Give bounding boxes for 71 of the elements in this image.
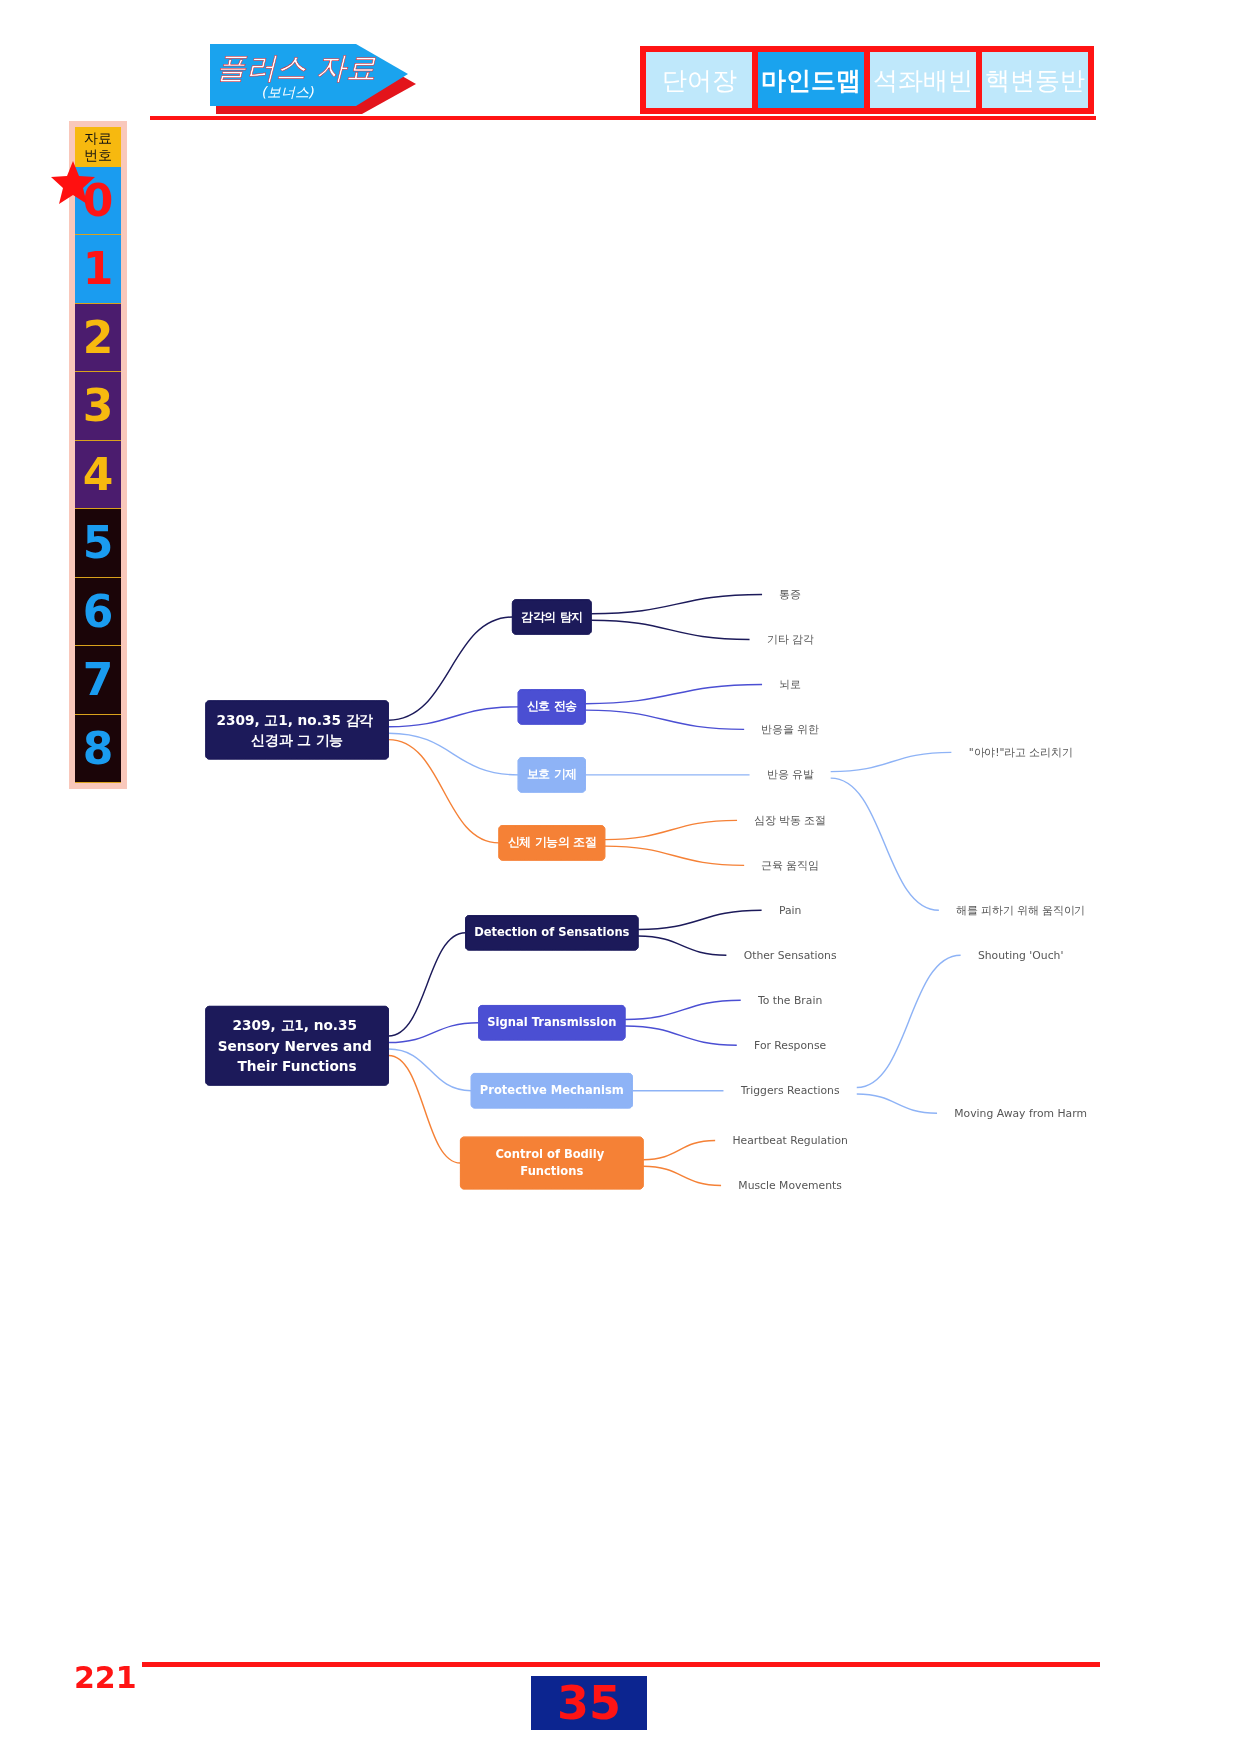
material-number-tab: 5 (75, 509, 121, 578)
subtopic-label: 뇌로 (779, 677, 801, 691)
subtopic-label: Moving Away from Harm (954, 1106, 1087, 1120)
material-number-tab: 2 (75, 303, 121, 373)
branch-line (642, 1165, 722, 1187)
branch-line (604, 845, 745, 867)
central-topic-box: 2309, 고1, no.35 감각 신경과 그 기능 (205, 700, 389, 760)
branch-line (387, 1022, 480, 1044)
branch-line (604, 819, 738, 841)
branch-line (637, 935, 728, 956)
branch-line (387, 1048, 472, 1092)
branch-line (624, 1025, 738, 1046)
branch-line (631, 1090, 725, 1092)
branch-topic-box: Protective Mechanism (470, 1073, 633, 1109)
branch-line (642, 1139, 716, 1161)
branch-line (637, 909, 763, 931)
subtopic-label: 해를 피하기 위해 움직이기 (956, 903, 1086, 917)
tab: 단어장 (646, 52, 752, 108)
subtopic-label: "아야!"라고 소리치기 (968, 745, 1073, 759)
material-number-tab: 6 (75, 577, 121, 647)
branch-line (856, 954, 962, 1089)
branch-topic-box: Detection of Sensations (465, 915, 639, 951)
branch-topic-box: 감각의 탐지 (512, 599, 592, 635)
subtopic-label: Heartbeat Regulation (732, 1133, 848, 1147)
branch-line (624, 999, 742, 1021)
subtopic-label: To the Brain (758, 993, 823, 1007)
branch-line (387, 732, 519, 776)
branch-line (387, 1054, 462, 1164)
subtopic-label: 반응 유발 (766, 768, 814, 782)
material-number-tab: 3 (75, 372, 121, 441)
branch-topic-box: Control of Bodily Functions (460, 1136, 644, 1190)
subtopic-label: Other Sensations (743, 948, 837, 962)
branch-line (584, 774, 751, 776)
branch-line (387, 616, 514, 721)
question-number-badge: 35 (531, 1676, 647, 1730)
subtopic-label: 심장 박동 조절 (754, 813, 826, 827)
subtopic-label: 근육 움직임 (761, 858, 819, 872)
branch-line (584, 683, 763, 705)
central-topic-box: 2309, 고1, no.35 Sensory Nerves and Their Functions (205, 1006, 389, 1086)
branch-topic-box: Signal Transmission (478, 1005, 626, 1041)
subtopic-label: Muscle Movements (738, 1178, 842, 1192)
tab: 마인드맵 (758, 52, 864, 108)
subtopic-label: Shouting 'Ouch' (977, 948, 1064, 962)
material-number-tab: 4 (75, 440, 121, 510)
subtopic-label: Triggers Reactions (740, 1084, 840, 1097)
banner-title: 플러스 자료 (216, 49, 376, 86)
tab: 핵변동반 (982, 52, 1088, 108)
branch-topic-box: 신호 전송 (517, 689, 586, 725)
branch-line (856, 1093, 938, 1114)
subtopic-label: 반응을 위한 (761, 722, 819, 736)
branch-line (387, 706, 519, 728)
branch-line (584, 709, 745, 731)
branch-line (590, 593, 763, 615)
branch-topic-box: 신체 기능의 조절 (498, 825, 606, 861)
sidebar-header: 자료 번호 (75, 127, 121, 167)
branch-line (387, 738, 500, 844)
banner-subtitle: (보너스) (262, 84, 315, 102)
material-number-tab: 1 (75, 235, 121, 304)
material-number-tab: 8 (75, 714, 121, 784)
branch-line (829, 751, 953, 773)
page-number: 221 (74, 1660, 137, 1695)
material-number-tab: 7 (75, 646, 121, 715)
branch-topic-box: 보호 기제 (517, 757, 586, 793)
branch-line (829, 777, 940, 912)
branch-line (590, 619, 751, 641)
subtopic-label: Pain (778, 903, 802, 917)
subtopic-label: 통증 (779, 587, 801, 601)
tab: 석좌배빈 (870, 52, 976, 108)
branch-line (387, 932, 467, 1037)
subtopic-label: 기타 감각 (766, 632, 814, 646)
subtopic-label: For Response (754, 1038, 827, 1052)
